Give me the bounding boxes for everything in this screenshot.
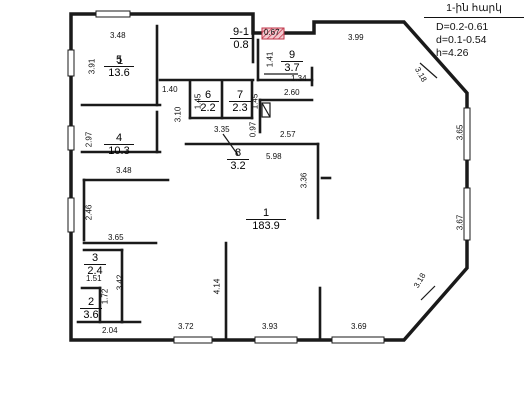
dim-label: 3.48 xyxy=(116,166,132,175)
room-9-label: 9 3.7 xyxy=(281,49,303,74)
room-label-5: 1 xyxy=(117,55,123,67)
window-top-1 xyxy=(95,10,131,18)
legend-inner-wall-thickness: d=0.1-0.54 xyxy=(436,34,487,46)
window-left-2 xyxy=(67,125,75,151)
room-area: 3.7 xyxy=(284,62,300,74)
dim-label: 3.10 xyxy=(173,106,183,123)
dim-label: 2.57 xyxy=(280,130,296,139)
room-2-label: 2 3.6 xyxy=(80,296,102,321)
dim-label: 1.40 xyxy=(162,85,178,94)
room-number: 1 xyxy=(246,207,286,220)
dim-label: 3.35 xyxy=(214,125,230,134)
room-area: 2.3 xyxy=(232,102,248,114)
room-6-label: 6 2.2 xyxy=(197,89,219,114)
room-number: 6 xyxy=(197,89,219,102)
legend: 1-ին հարկ D=0.2-0.61 d=0.1-0.54 h=4.26 xyxy=(424,2,524,60)
dim-label: 3.67 xyxy=(455,214,465,231)
dim-label: 3.48 xyxy=(110,31,126,40)
dim-label: 1.72 xyxy=(100,288,110,305)
dim-label: 2.60 xyxy=(284,88,300,97)
legend-title: 1-ին հարկ xyxy=(424,2,524,18)
svg-text:1: 1 xyxy=(117,55,123,67)
dim-tick-diag-top xyxy=(419,62,438,79)
legend-outer-wall-thickness: D=0.2-0.61 xyxy=(436,21,489,33)
room-8-label: 8 3.2 xyxy=(227,147,249,172)
dim-label: 3.42 xyxy=(115,274,125,291)
room-number: 3 xyxy=(84,252,106,265)
room-number: 2 xyxy=(80,296,102,309)
dim-label: 1.34 xyxy=(291,74,307,83)
window-bottom-3 xyxy=(331,336,385,344)
room-9-1-label: 9-1 0.8 xyxy=(230,26,252,51)
room-number: 7 xyxy=(229,89,251,102)
dim-label: 2.04 xyxy=(102,326,118,335)
room-area: 3.2 xyxy=(230,160,246,172)
room-area: 0.8 xyxy=(233,39,249,51)
room-3-label: 3 2.4 xyxy=(84,252,106,277)
room-9-1-hatch xyxy=(261,27,285,40)
dim-label: 0.97 xyxy=(248,121,258,138)
room-area: 2.4 xyxy=(87,265,103,277)
room-number: 9-1 xyxy=(230,26,252,39)
room-area: 3.6 xyxy=(83,309,99,321)
dim-label: 4.14 xyxy=(212,278,222,295)
room-4-label: 4 10.3 xyxy=(104,132,134,157)
dim-label: 5.98 xyxy=(266,152,282,161)
dim-label: 3.91 xyxy=(87,58,97,75)
dim-label: 3.65 xyxy=(108,233,124,242)
dim-label: 1.45 xyxy=(250,93,260,110)
room-1-label: 1 183.9 xyxy=(246,207,286,232)
room-number: 9 xyxy=(281,49,303,62)
dim-label: 3.36 xyxy=(299,172,309,189)
dim-tick-diag-bottom xyxy=(420,285,436,301)
room-7-label: 7 2.3 xyxy=(229,89,251,114)
legend-ceiling-height: h=4.26 xyxy=(436,47,469,59)
window-right-1 xyxy=(463,107,471,161)
room-number: 5 xyxy=(104,54,134,67)
room-number: 8 xyxy=(227,147,249,160)
room-5-label: 5 13.6 xyxy=(104,54,134,79)
room-area: 2.2 xyxy=(200,102,216,114)
window-left-3 xyxy=(67,197,75,233)
dim-line-8 xyxy=(222,133,239,156)
dim-label: 0.67 xyxy=(264,28,280,37)
window-bottom-1 xyxy=(173,336,213,344)
window-left-1 xyxy=(67,49,75,77)
room-number: 4 xyxy=(104,132,134,145)
window-right-2 xyxy=(463,187,471,241)
dim-label: 2.97 xyxy=(84,131,94,148)
dim-label: 1.41 xyxy=(265,51,275,68)
dim-label: 3.99 xyxy=(348,33,364,42)
dim-label: 3.93 xyxy=(262,322,278,331)
room-area: 183.9 xyxy=(252,220,280,232)
dim-label: 1.51 xyxy=(86,274,102,283)
dim-label: 2.46 xyxy=(84,204,94,221)
window-bottom-2 xyxy=(254,336,298,344)
dim-label: 1.45 xyxy=(193,93,203,110)
dim-label: 3.72 xyxy=(178,322,194,331)
room-area: 13.6 xyxy=(108,67,130,79)
room-area: 10.3 xyxy=(108,145,130,157)
dim-label: 3.69 xyxy=(351,322,367,331)
dim-label: 3.65 xyxy=(455,124,465,141)
shaft-fixture xyxy=(261,102,271,118)
